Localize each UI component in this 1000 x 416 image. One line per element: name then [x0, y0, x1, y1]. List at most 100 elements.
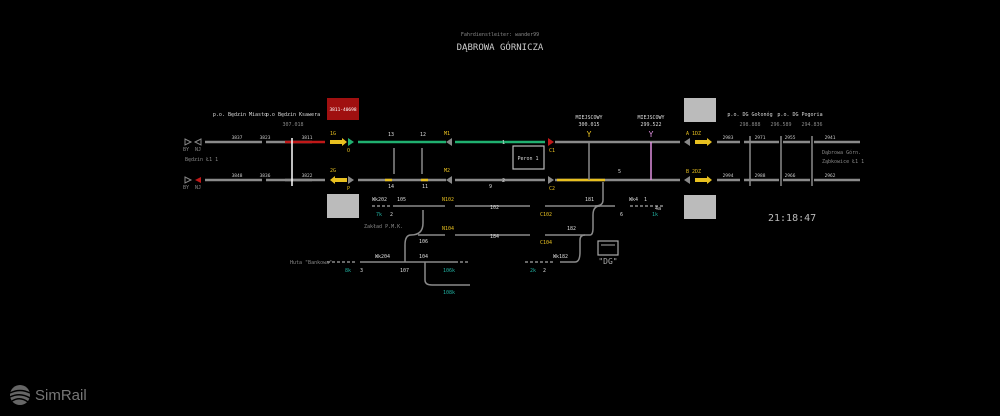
signal-label: P — [347, 186, 350, 192]
platform-box — [512, 145, 545, 170]
yard-label: Wk202 — [372, 197, 387, 203]
block-label: 2966 — [785, 173, 796, 179]
km-mz1: 300.015 — [578, 122, 599, 128]
block-label: 2983 — [723, 135, 734, 141]
track-label: 2 — [502, 178, 505, 184]
switch-label: 6 — [620, 212, 623, 218]
yellow-route-arrow-icon — [330, 176, 335, 184]
shunt-signal-label: 7k — [376, 212, 382, 218]
shunt-signal-label: 2k — [530, 268, 536, 274]
red-signal-icon — [195, 177, 201, 183]
signal-m2-icon[interactable] — [446, 176, 452, 184]
end-arrow-icon — [184, 176, 193, 184]
signal-a-icon[interactable] — [684, 138, 690, 146]
block-label: 3823 — [260, 135, 271, 141]
signal-label: N102 — [442, 197, 454, 203]
block-label: 2941 — [825, 135, 836, 141]
yard-label: 1 — [644, 197, 647, 203]
switch-label: 14 — [388, 184, 394, 190]
yard-label: 102 — [490, 205, 499, 211]
shunt-signal-label: 106k — [443, 268, 455, 274]
end-label: BY — [183, 185, 189, 191]
yard-label: 105 — [397, 197, 406, 203]
end-arrow-icon — [193, 138, 202, 146]
signal-label: M1 — [444, 131, 450, 137]
yellow-route-arrow-icon — [330, 140, 342, 144]
block-label: 2971 — [755, 135, 766, 141]
label-huta: Huta "Bankowa" — [290, 260, 332, 266]
yard-label: Wk4 — [629, 197, 638, 203]
yellow-route-arrow-icon — [695, 178, 707, 182]
block-label: 2994 — [723, 173, 734, 179]
yard-label: 3 — [360, 268, 363, 274]
station-right1: p.o. DG Gołonóg — [727, 111, 772, 118]
yard-label: 104 — [419, 254, 428, 260]
signal-label: M2 — [444, 168, 450, 174]
signal-label: B 2DZ — [686, 169, 701, 175]
block-label: 3822 — [302, 173, 313, 179]
signal-label: 2G — [330, 168, 336, 174]
dispatcher-label: Fahrdienstleiter: wander99 — [461, 32, 539, 38]
km-r3: 294.836 — [801, 122, 822, 128]
switch-label: 13 — [388, 132, 394, 138]
signal-label: O — [347, 148, 350, 154]
dg-label: "DG" — [598, 257, 617, 266]
switch-label: 5 — [618, 169, 621, 175]
yellow-route-arrow-icon — [342, 138, 347, 146]
miejscowy-2: MIEJSCOWY — [637, 115, 664, 121]
yard-label: Wk182 — [553, 254, 568, 260]
signal-label: C104 — [540, 240, 552, 246]
station-title: DĄBROWA GÓRNICZA — [457, 41, 544, 53]
dg-terminal-icon[interactable] — [597, 240, 619, 256]
signal-m1-icon[interactable] — [446, 138, 452, 146]
clock: 21:18:47 — [768, 213, 817, 224]
yard-label: 106 — [419, 239, 428, 245]
shunt-signal-label: 1k — [652, 212, 658, 218]
block-label: 3811 — [302, 135, 313, 141]
alert-text: 3811-40698 — [329, 107, 356, 113]
simrail-logo-icon — [9, 385, 31, 405]
block-label: 2962 — [825, 173, 836, 179]
shunt-signal-label: 8k — [345, 268, 351, 274]
signal-label: N104 — [442, 226, 454, 232]
signal-o-icon[interactable] — [348, 138, 354, 146]
yard-label: 182 — [567, 226, 576, 232]
station-left2: p.o Będzin Ksawera — [266, 112, 320, 118]
end-label: NJ — [195, 147, 201, 153]
button-box-right-bottom[interactable] — [684, 195, 716, 219]
end-arrow-icon — [184, 138, 193, 146]
button-box-right-top[interactable] — [684, 98, 716, 122]
block-label: 3837 — [232, 135, 243, 141]
label-bedzin: Będzin Ł1 1 — [185, 157, 218, 163]
button-box-left-bottom[interactable] — [327, 194, 359, 218]
switch-label: 11 — [422, 184, 428, 190]
miejscowy-signal-icon: Y — [587, 130, 592, 139]
simrail-logo: SimRail — [8, 384, 87, 406]
end-label: NJ — [195, 185, 201, 191]
signal-p-icon[interactable] — [348, 176, 354, 184]
label-dg2: Ząbkowice Ł1 1 — [822, 159, 864, 165]
yard-label: 107 — [400, 268, 409, 274]
platform-label: Peron 1 — [517, 156, 538, 162]
signal-label: A 1DZ — [686, 131, 701, 137]
simrail-logo-text: SimRail — [35, 386, 87, 404]
yard-label: 4a — [655, 206, 661, 212]
signal-c2-icon[interactable] — [548, 176, 554, 184]
block-label: 3836 — [260, 173, 271, 179]
km-r2: 296.589 — [770, 122, 791, 128]
block-label: 2955 — [785, 135, 796, 141]
yard-label: 184 — [490, 234, 499, 240]
yard-tracks[interactable] — [327, 182, 665, 286]
yellow-route-arrow-icon — [707, 138, 712, 146]
switch-label: 9 — [489, 184, 492, 190]
yellow-route-arrow-icon — [335, 178, 347, 182]
signal-c1-icon[interactable] — [548, 138, 554, 146]
track-label: 1 — [502, 140, 505, 146]
yard-label: Wk204 — [375, 254, 390, 260]
km-left: 307.018 — [282, 122, 303, 128]
yellow-route-arrow-icon — [695, 140, 707, 144]
signal-b-icon[interactable] — [684, 176, 690, 184]
alert-box[interactable] — [327, 98, 359, 120]
miejscowy-signal-icon: Y — [649, 130, 654, 139]
